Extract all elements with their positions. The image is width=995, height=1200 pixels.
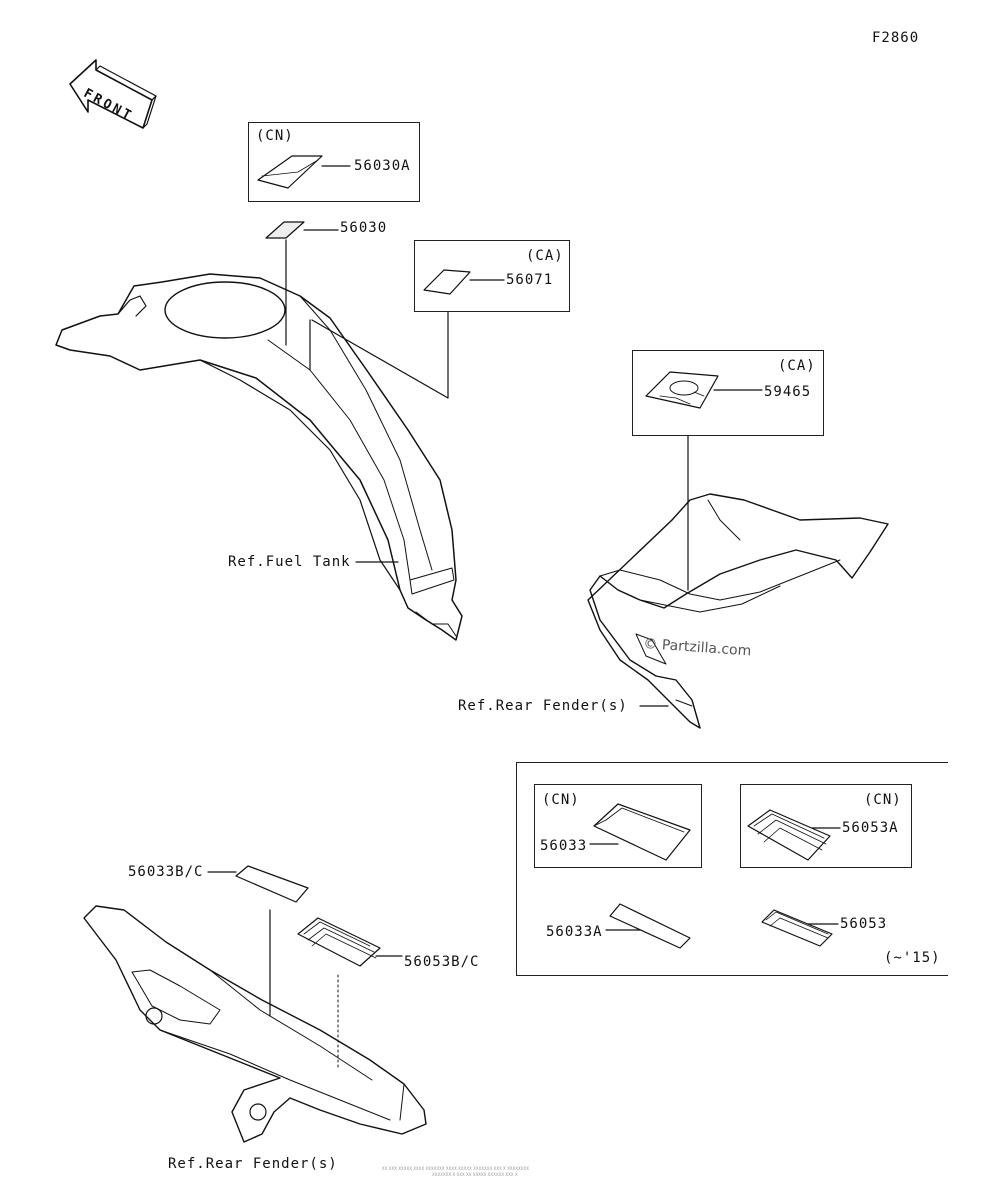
part-56030: 56030 [340,220,388,236]
fuel-tank-cover-icon [55,273,463,641]
figure-id: F2860 [872,30,920,46]
footer-line-1: XX XXX XXXXX XXXX XXXXXXX XXXX XXXXX XXX… [382,1166,529,1171]
cn-box-left [534,784,702,868]
part-56033a: 56033A [546,924,603,940]
sticker-56071-icon [311,269,505,399]
ref-rear-fender-1: Ref.Rear Fender(s) [458,698,628,714]
sticker-56033bc-icon [207,865,309,1017]
options-box [516,762,948,976]
front-arrow-icon [69,59,157,129]
ca-label-right: (CA) [778,358,816,374]
ref-fuel-tank: Ref.Fuel Tank [228,554,351,570]
part-56033: 56033 [540,838,588,854]
ca-box-right [632,350,824,436]
part-56033bc: 56033B/C [128,864,204,880]
cn-box-right [740,784,912,868]
cn-label-top: (CN) [256,128,294,144]
year-note: (~'15) [884,950,941,966]
sticker-56053-icon [761,909,839,947]
ca-label-mid: (CA) [526,248,564,264]
sticker-59465-icon [645,371,763,591]
chain-guard-icon [83,905,427,1143]
part-56053: 56053 [840,916,888,932]
rear-fender-icon [587,493,889,729]
sticker-56030-icon [265,221,339,346]
cn-label-left: (CN) [542,792,580,808]
sticker-56053bc-icon [297,917,403,1071]
part-59465: 59465 [764,384,812,400]
part-56071: 56071 [506,272,554,288]
part-56053a: 56053A [842,820,899,836]
part-56030a: 56030A [354,158,411,174]
part-56053bc: 56053B/C [404,954,480,970]
ca-box-mid [414,240,570,312]
cn-label-right: (CN) [864,792,902,808]
cn-box-top [248,122,420,202]
sticker-56033a-icon [605,903,691,949]
footer-line-2: XXXXXXX X XXX XX XXXXX XXXXXX XXX X [432,1172,518,1177]
sticker-56053a-icon [747,809,841,861]
sticker-56030a-icon [257,155,351,189]
ref-rear-fender-2: Ref.Rear Fender(s) [168,1156,338,1172]
sticker-56033-icon [589,803,691,861]
